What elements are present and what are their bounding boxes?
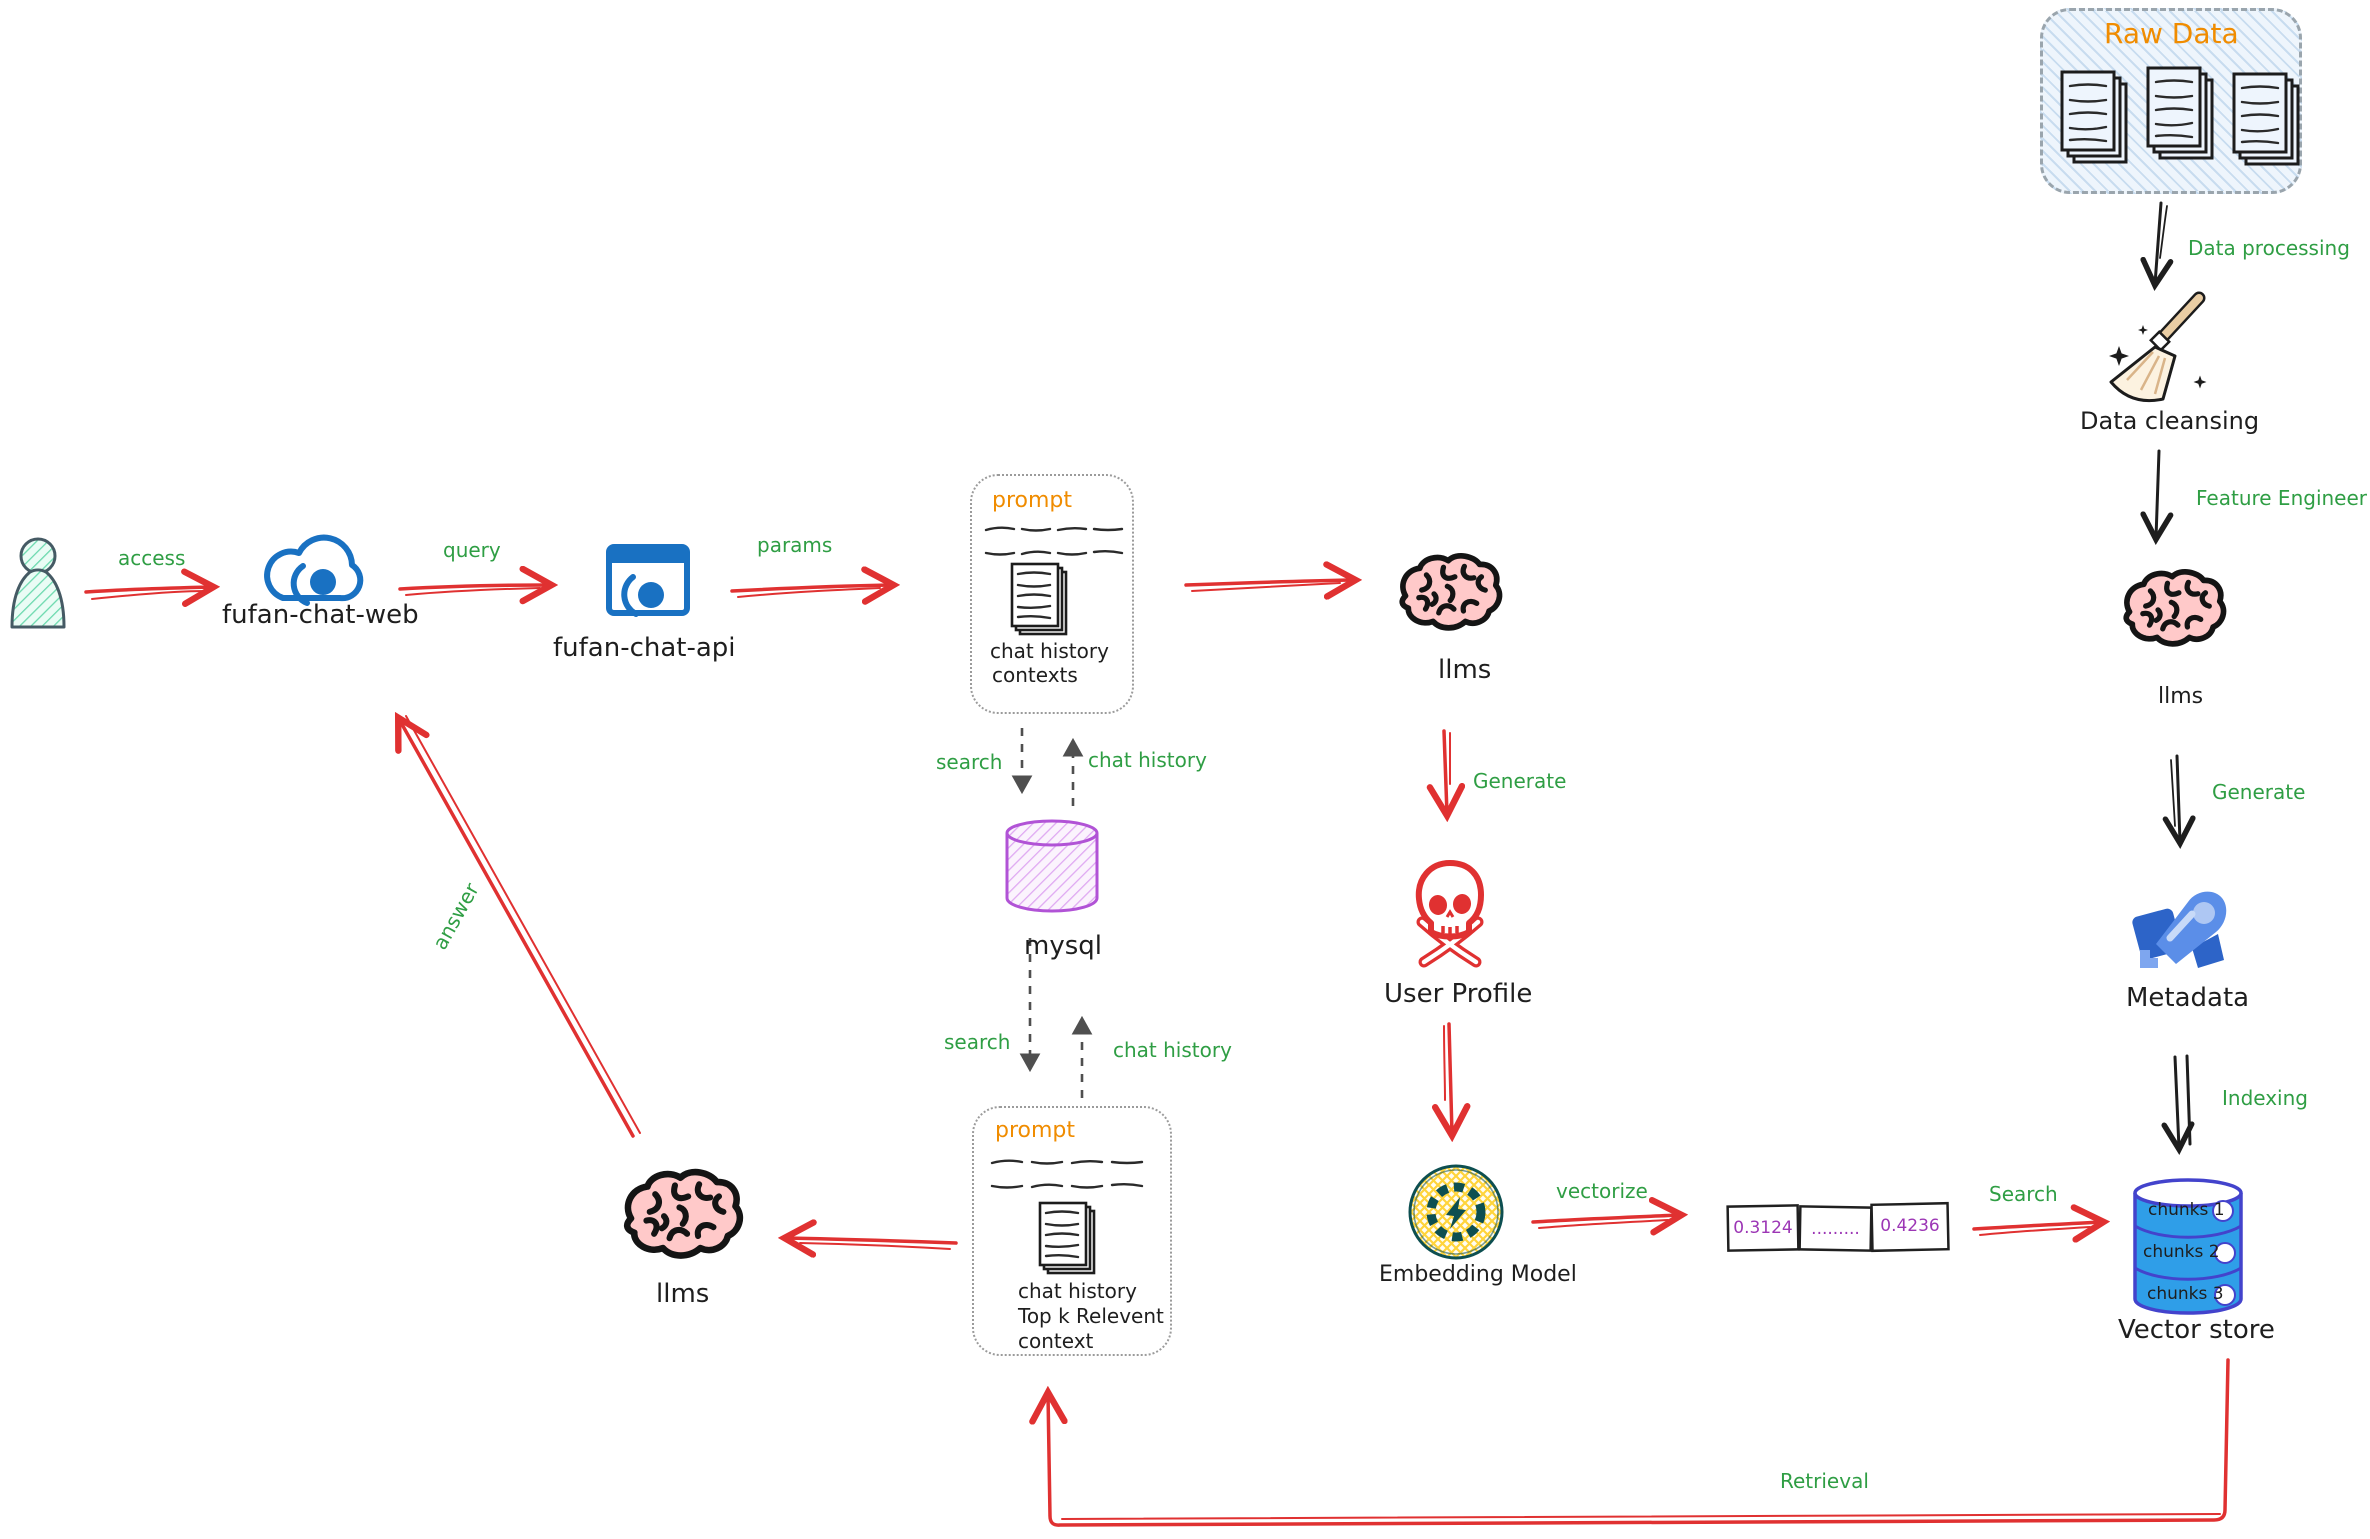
edge-label-access: access [118, 546, 186, 570]
prompt-box-top[interactable] [970, 474, 1134, 714]
prompt-top-dash-lines [984, 526, 1124, 556]
raw-data-doc-icons [2060, 66, 2300, 166]
chunk-label-3: chunks 3 [2147, 1284, 2224, 1304]
vector-store-cylinder-icon[interactable] [2133, 1178, 2243, 1315]
edge-label-chat-history-top: chat history [1088, 748, 1207, 772]
node-label-llms-bottom: llms [656, 1279, 710, 1309]
chunk-label-2: chunks 2 [2143, 1242, 2220, 1262]
prompt-bottom-dash-lines [990, 1159, 1144, 1189]
prompt-bottom-line-1: chat history [1018, 1279, 1137, 1303]
edge-label-feature-engineer: Feature Engineer [2196, 486, 2368, 510]
node-label-web: fufan-chat-web [222, 600, 419, 630]
prompt-top-line-1: chat history [990, 639, 1109, 663]
edge-label-query: query [443, 538, 501, 562]
llms-right-brain-icon[interactable] [2126, 572, 2223, 644]
edge-label-generate-right: Generate [2212, 780, 2306, 804]
raw-data-title: Raw Data [2104, 17, 2239, 50]
arrow-prompt-to-llms [1184, 580, 1354, 591]
edge-label-generate-left: Generate [1473, 769, 1567, 793]
arrow-generate-right [2171, 754, 2180, 842]
edge-label-search-bottom: search [944, 1030, 1011, 1054]
vector-cells[interactable] [1726, 1201, 1950, 1253]
arrow-feature-engineer [2156, 449, 2159, 538]
arrow-userprofile-to-embedding [1444, 1022, 1452, 1134]
node-label-llms-right: llms [2158, 684, 2204, 709]
vector-cell-2: ......... [1811, 1219, 1860, 1239]
edge-label-params: params [757, 533, 833, 557]
prompt-top-tag: prompt [992, 488, 1073, 513]
prompt-bottom-line-3: context [1018, 1329, 1094, 1353]
mysql-cylinder-icon[interactable] [1005, 819, 1099, 913]
node-label-user-profile: User Profile [1384, 979, 1533, 1009]
vector-cell-3: 0.4236 [1880, 1216, 1940, 1236]
user-profile-skull-icon[interactable] [1415, 860, 1484, 968]
vector-cell-1: 0.3124 [1733, 1218, 1793, 1238]
node-label-vector-store: Vector store [2118, 1315, 2275, 1345]
node-label-llms-top: llms [1438, 655, 1492, 685]
arrow-data-processing [2155, 201, 2167, 284]
arrow-retrieval [1048, 1358, 2230, 1527]
arrow-query [398, 585, 550, 595]
prompt-bottom-tag: prompt [995, 1118, 1076, 1143]
chunk-label-1: chunks 1 [2148, 1200, 2225, 1220]
arrow-access [84, 587, 212, 599]
arrow-answer [399, 716, 641, 1138]
arrow-params [730, 585, 892, 597]
chat-web-cloud-icon[interactable] [264, 534, 364, 606]
node-label-embedding: Embedding Model [1379, 1262, 1577, 1287]
metadata-rocket-icon[interactable] [2131, 891, 2227, 968]
arrow-llms-generate [1444, 729, 1450, 814]
edge-label-chat-history-bottom: chat history [1113, 1038, 1232, 1062]
prompt-box-bottom[interactable] [972, 1106, 1172, 1356]
edge-label-vectorize: vectorize [1556, 1179, 1648, 1203]
edge-label-retrieval: Retrieval [1780, 1469, 1869, 1493]
arrow-indexing [2175, 1054, 2190, 1148]
node-label-mysql: mysql [1024, 931, 1102, 961]
arrow-vectorize [1531, 1215, 1680, 1228]
chat-api-window-icon[interactable] [606, 544, 690, 617]
edge-label-search-store: Search [1989, 1182, 2058, 1206]
llms-top-brain-icon[interactable] [1402, 556, 1499, 628]
node-label-metadata: Metadata [2126, 983, 2250, 1013]
node-label-data-cleansing: Data cleansing [2080, 407, 2260, 435]
edge-label-indexing: Indexing [2222, 1086, 2308, 1110]
edge-label-search-top: search [936, 750, 1003, 774]
node-label-api: fufan-chat-api [553, 633, 736, 663]
edge-label-data-processing: Data processing [2188, 236, 2350, 260]
prompt-bottom-doc-icon [1038, 1201, 1096, 1275]
embedding-model-icon[interactable] [1408, 1164, 1504, 1260]
arrow-prompt-to-llms-bottom [786, 1238, 958, 1249]
prompt-top-line-2: contexts [992, 663, 1078, 687]
prompt-top-doc-icon [1010, 562, 1068, 636]
arrow-search-to-store [1972, 1222, 2102, 1235]
llms-bottom-brain-icon[interactable] [627, 1172, 740, 1255]
prompt-bottom-line-2: Top k Relevent [1018, 1304, 1164, 1328]
user-person-icon[interactable] [10, 537, 66, 629]
broom-icon[interactable] [2109, 291, 2207, 403]
